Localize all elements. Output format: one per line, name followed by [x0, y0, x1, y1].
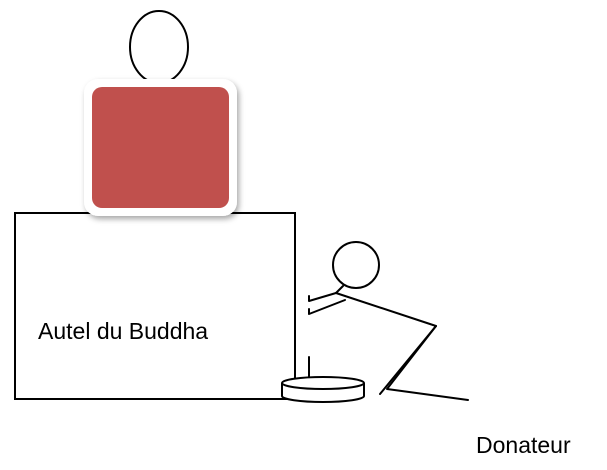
- donor-leg-front: [379, 325, 437, 395]
- altar-label: Autel du Buddha: [38, 318, 209, 344]
- offering-bowl-rim: [281, 376, 365, 390]
- donor-figure: [308, 241, 469, 401]
- altar-box: [14, 212, 296, 400]
- donor-head: [332, 241, 380, 289]
- donor-label: Donateur: [476, 432, 571, 458]
- buddha-body: [92, 87, 229, 208]
- donor-neck: [335, 285, 344, 294]
- offering-bowl: [281, 376, 365, 403]
- buddha-head: [129, 10, 189, 84]
- donor-arm-lower: [308, 299, 346, 315]
- donor-arm-upper: [308, 292, 337, 302]
- donor-torso: [335, 292, 437, 327]
